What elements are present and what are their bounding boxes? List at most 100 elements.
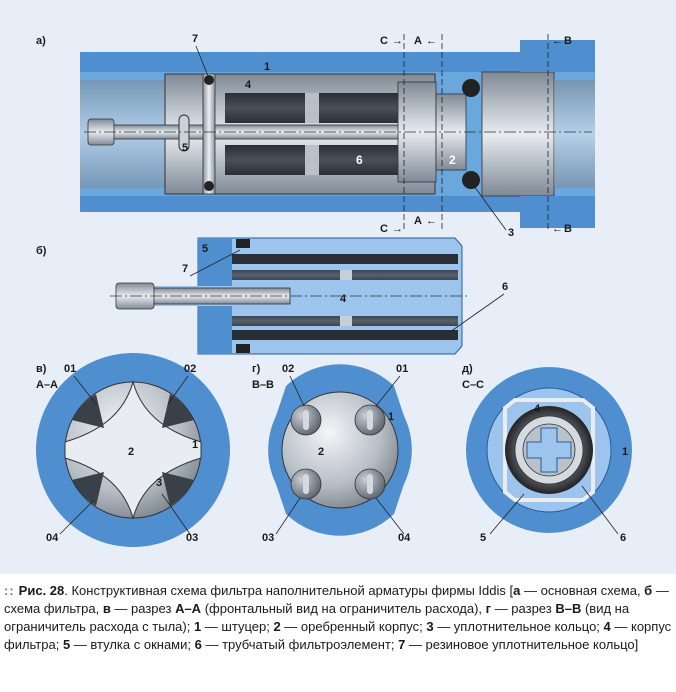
caption-num-6: 6	[194, 637, 202, 652]
slot-02-bb	[303, 410, 309, 430]
caption-key-v: в	[102, 601, 111, 616]
leader-v-01	[73, 375, 97, 405]
label-b-4: 4	[340, 293, 347, 305]
leader-v-03	[161, 493, 191, 535]
label-5: 5	[182, 142, 188, 154]
window-02-aa	[162, 394, 194, 428]
view-d-section: д) C–C 4 1 5 6	[462, 363, 632, 544]
label-2: 2	[449, 153, 456, 167]
arrow-b-top: ←	[552, 35, 563, 47]
arrow-c-bottom: →	[392, 223, 403, 235]
filter-element-bottom	[225, 145, 425, 175]
label-g-2: 2	[318, 446, 324, 458]
caption-num-7: 7	[398, 637, 406, 652]
caption-num-1: 1	[193, 619, 202, 634]
label-g-1: 1	[388, 411, 394, 423]
slot-04-bb	[367, 474, 373, 494]
mesh-rib-top	[340, 270, 352, 280]
caption-fig-number: Рис. 28	[18, 583, 65, 598]
arrow-b-bottom: ←	[552, 223, 563, 235]
caption-part-7: — резиновое уплотнительное кольцо]	[405, 637, 639, 652]
arrow-a-top: ←	[426, 35, 437, 47]
fitting-collar-bottom	[520, 196, 595, 228]
mark-a-bottom: A	[414, 215, 422, 227]
leader-v-04	[59, 499, 95, 535]
leader-d-6	[581, 485, 619, 535]
caption-num-3: 3	[426, 619, 434, 634]
caption-text-v: — разрез	[110, 601, 176, 616]
view-a-label: а)	[36, 35, 46, 47]
view-d-label: д)	[462, 363, 473, 375]
filter-tube-bottom	[232, 330, 458, 340]
caption-part-3: — уплотнительное кольцо;	[433, 619, 604, 634]
label-v-1: 1	[192, 439, 198, 451]
leader-b-7	[189, 249, 241, 277]
cross-channel-cc	[526, 427, 572, 473]
caption-num-5: 5	[62, 637, 71, 652]
slot-01-bb	[367, 410, 373, 430]
caption-part-6: — трубчатый фильтроэлемент;	[201, 637, 399, 652]
caption-num-4: 4	[603, 619, 611, 634]
label-d-6: 6	[620, 532, 626, 544]
seal-groove	[202, 73, 216, 195]
label-6: 6	[356, 153, 363, 167]
outlet-shade	[554, 80, 595, 188]
o-ring-3-bottom	[462, 171, 480, 189]
label-v-03: 03	[186, 532, 198, 544]
leader-v-02	[167, 375, 189, 405]
label-v-04: 04	[46, 532, 59, 544]
window-01-aa	[72, 394, 104, 428]
leader-g-04	[375, 497, 405, 535]
view-d-section-label: C–C	[462, 379, 484, 391]
filter-diagram: а)	[36, 33, 632, 547]
arrow-c-top: →	[392, 35, 403, 47]
element-rib-top	[305, 93, 319, 123]
seal-ring-7-bottom	[204, 181, 214, 191]
view-g-section-label: B–B	[252, 379, 274, 391]
filter-tube-top	[232, 254, 458, 264]
label-d-5: 5	[480, 532, 486, 544]
label-v-3: 3	[156, 477, 162, 489]
caption-section-g: В–В	[555, 601, 582, 616]
view-v-section: в) A–A 01 02 2 1 3 04 03	[36, 353, 230, 547]
leader-g-02	[289, 375, 305, 407]
mark-c-bottom: C	[380, 223, 388, 235]
caption-key-a: а	[513, 583, 521, 598]
caption-text-a: — основная схема,	[520, 583, 645, 598]
mark-b-top: B	[564, 35, 572, 47]
caption-part-2: — оребренный корпус;	[280, 619, 427, 634]
view-v-section-label: A–A	[36, 379, 58, 391]
figure-panel: а)	[0, 0, 676, 574]
mark-c-top: C	[380, 35, 388, 47]
element-rib-bottom	[305, 145, 319, 175]
arrow-a-bottom: ←	[426, 215, 437, 227]
fitting-collar-top	[520, 40, 595, 72]
mark-a-top: A	[414, 35, 422, 47]
label-b-5: 5	[202, 243, 208, 255]
view-v-label: в)	[36, 363, 47, 375]
view-g-label: г)	[252, 363, 261, 375]
label-d-1: 1	[622, 446, 628, 458]
label-4: 4	[245, 79, 252, 91]
view-b-label: б)	[36, 245, 47, 257]
window-03-aa	[162, 472, 194, 506]
view-a-assembly: а)	[36, 33, 595, 239]
leader-g-01	[375, 375, 401, 407]
label-1: 1	[264, 61, 270, 73]
caption-section-v: А–А	[175, 601, 202, 616]
label-g-04: 04	[398, 532, 411, 544]
caption-key-b: б	[644, 583, 653, 598]
o-ring-7-bottom	[236, 344, 250, 353]
caption-desc-v: (фронтальный вид на ограничитель расхода…	[201, 601, 486, 616]
caption-text-g: — разрез	[491, 601, 556, 616]
label-v-01: 01	[64, 363, 76, 375]
view-b-filter: б) 5 7 4 6	[36, 237, 508, 355]
caption-part-4: — корпус фильтра;	[4, 619, 672, 652]
slot-03-bb	[303, 474, 309, 494]
label-v-2: 2	[128, 446, 134, 458]
caption-num-2: 2	[273, 619, 281, 634]
cross-ribs	[64, 380, 202, 520]
label-g-01: 01	[396, 363, 408, 375]
caption-part-1: — штуцер;	[201, 619, 274, 634]
o-ring-7-top	[236, 239, 250, 248]
